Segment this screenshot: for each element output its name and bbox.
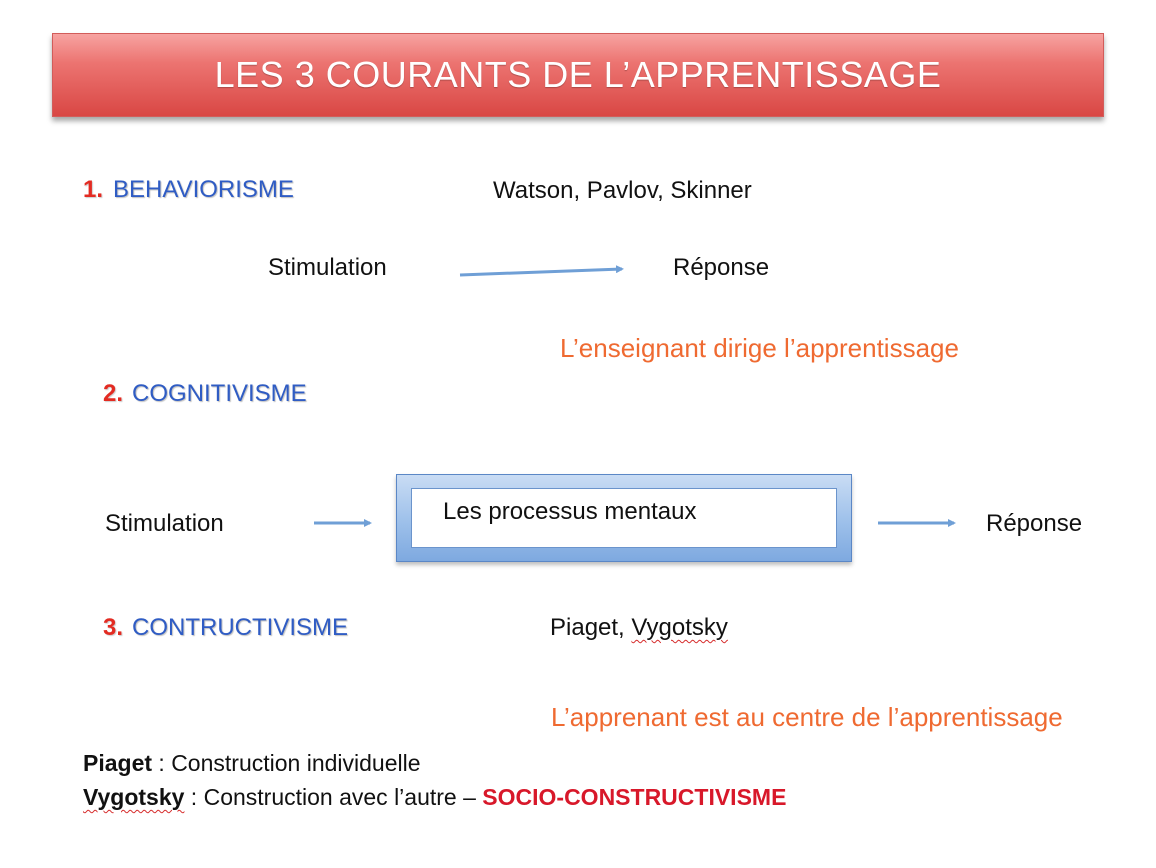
footer-line-2: Vygotsky : Construction avec l’autre – S… — [83, 784, 786, 811]
section-3-authors-prefix: Piaget, — [550, 614, 632, 641]
arrow-right-icon — [459, 265, 624, 277]
section-3-heading: CONTRUCTIVISME — [132, 614, 348, 641]
section-2-heading: COGNITIVISME — [132, 380, 307, 407]
footer-line-1-name: Piaget — [83, 750, 153, 776]
footer-line-1-text: : Construction individuelle — [152, 750, 421, 776]
section-1-heading: BEHAVIORISME — [113, 176, 294, 203]
section-2-stimulus: Stimulation — [105, 510, 224, 537]
mental-processes-label: Les processus mentaux — [443, 498, 697, 525]
section-2-response: Réponse — [986, 510, 1083, 537]
section-3-authors-underlined: Vygotsky — [631, 614, 728, 641]
footer-line-2-highlight: SOCIO-CONSTRUCTIVISME — [482, 784, 787, 810]
section-1-number: 1. — [83, 176, 104, 203]
footer-line-2-text: : Construction avec l’autre – — [184, 784, 483, 810]
footer-line-2-name: Vygotsky — [83, 784, 185, 810]
section-1-stimulus: Stimulation — [268, 254, 387, 281]
arrow-stimulus-response-1 — [459, 265, 624, 277]
mental-processes-box — [396, 474, 852, 562]
section-3-note: L’apprenant est au centre de l’apprentis… — [551, 702, 1063, 732]
page-title: LES 3 COURANTS DE L’APPRENTISSAGE — [214, 54, 942, 95]
section-3-authors: Piaget, Vygotsky — [550, 614, 728, 642]
section-1-authors: Watson, Pavlov, Skinner — [493, 177, 752, 204]
section-2-number: 2. — [103, 380, 124, 407]
section-1-response: Réponse — [673, 254, 770, 281]
section-3-number: 3. — [103, 614, 124, 641]
section-1-note: L’enseignant dirige l’apprentissage — [560, 333, 959, 363]
mental-processes-box-inner — [411, 488, 837, 548]
title-banner: LES 3 COURANTS DE L’APPRENTISSAGE — [52, 33, 1104, 117]
footer-line-1: Piaget : Construction individuelle — [83, 750, 421, 777]
